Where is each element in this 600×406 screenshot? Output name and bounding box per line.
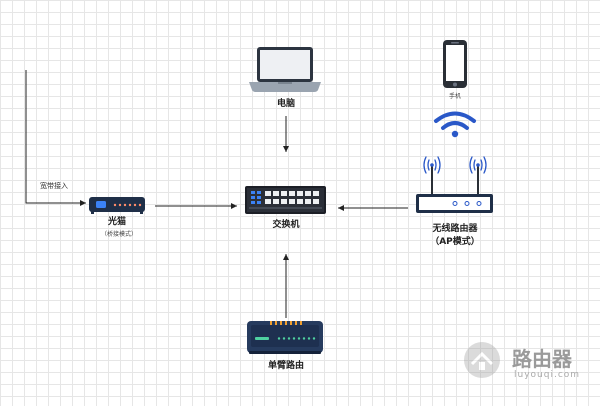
modem-sublabel: （桥接模式） bbox=[100, 231, 138, 238]
modem-label: 光猫 bbox=[107, 217, 127, 227]
wireless-router-label: 无线路由器 bbox=[432, 224, 478, 234]
phone-label: 手机 bbox=[448, 93, 462, 100]
one-arm-router-label: 单臂路由 bbox=[267, 361, 305, 371]
watermark-text: 路由器 bbox=[512, 347, 572, 371]
watermark-url: luyouqi.com bbox=[514, 370, 581, 380]
watermark-logo-icon bbox=[464, 342, 500, 378]
laptop-label: 电脑 bbox=[276, 99, 296, 109]
broadband-in-label: 宽带接入 bbox=[40, 182, 68, 190]
broadband-line bbox=[25, 70, 86, 206]
wireless-router-sublabel: （AP模式） bbox=[430, 237, 480, 247]
switch-label: 交换机 bbox=[272, 220, 300, 230]
